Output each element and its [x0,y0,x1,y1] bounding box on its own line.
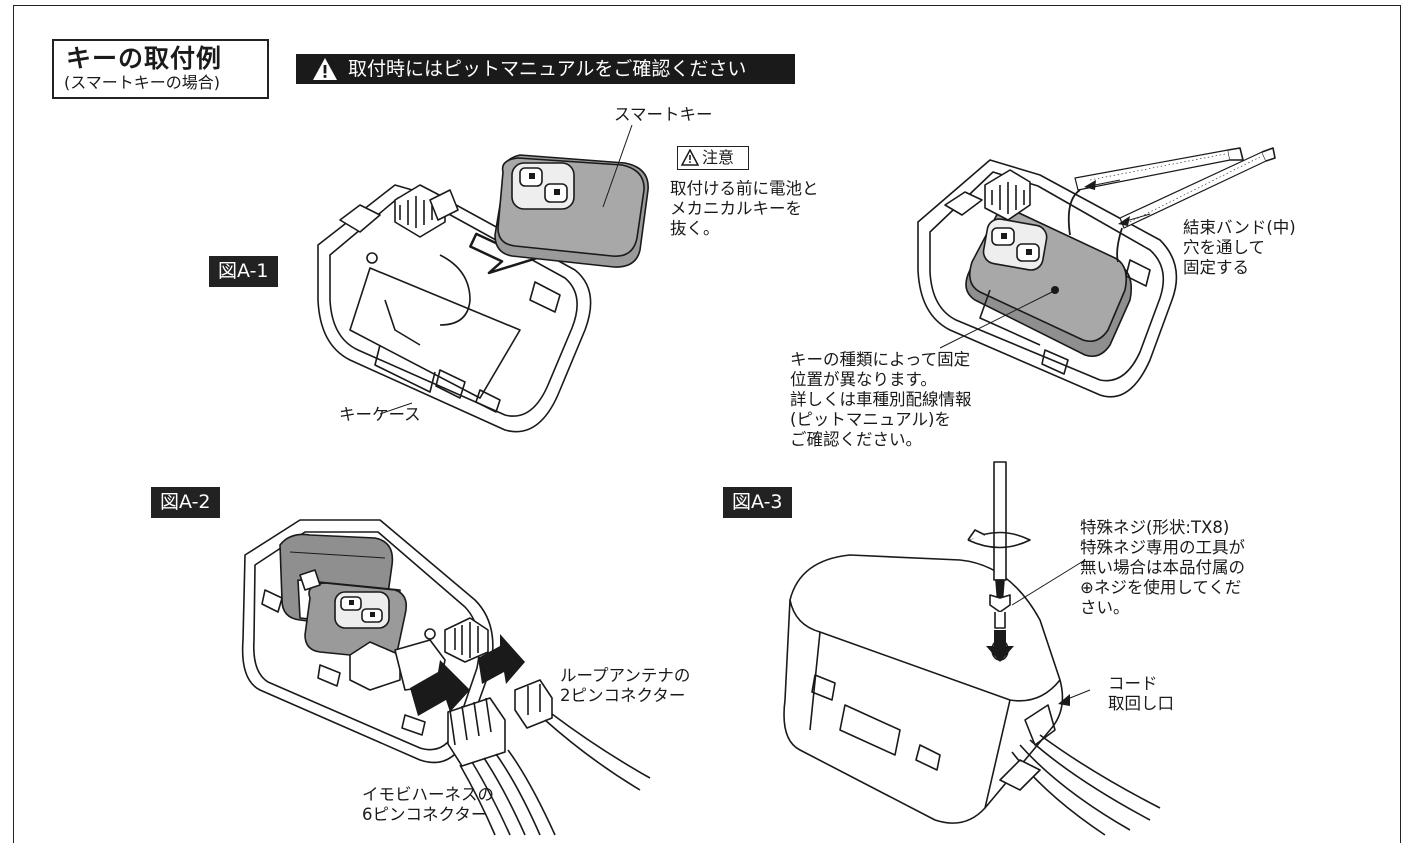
title-box: キーの取付例 (スマートキーの場合) [52,39,269,99]
figure-a3-label: 図A-3 [723,487,792,518]
smart-key-illustration [494,154,649,268]
closed-case-illustration [783,554,1161,836]
special-screw-note: 特殊ネジ(形状:TX8) 特殊ネジ専用の工具が 無い場合は本品付属の ⊕ネジを使… [1080,518,1245,617]
warning-banner-text: 取付時にはピットマニュアルをご確認ください [348,58,747,80]
page-title: キーの取付例 [66,44,223,73]
warning-icon [313,58,337,80]
caution-badge: 注意 [677,146,749,170]
key-installed-illustration [917,147,1276,398]
screwdriver-illustration [967,461,1031,629]
loop-antenna-connector-label: ループアンテナの 2ピンコネクター [560,666,691,705]
plug-in-arrows [410,634,525,716]
immobi-harness-connector-label: イモビハーネスの 6ピンコネクター [362,785,494,824]
smart-key-label: スマートキー [614,105,713,124]
page-subtitle: (スマートキーの場合) [64,73,221,92]
caution-label: 注意 [702,148,735,167]
warning-banner: 取付時にはピットマニュアルをご確認ください [296,54,795,84]
key-position-note: キーの種類によって固定 位置が異なります。 詳しくは車種別配線情報 (ピットマニ… [790,350,972,449]
caution-text: 取付ける前に電池と メカニカルキーを 抜く。 [670,179,819,238]
cord-outlet-label: コード 取回し口 [1108,674,1174,713]
connector-illustration [241,519,651,836]
figure-a2-label: 図A-2 [151,487,220,518]
cable-tie-instruction: 結束バンド(中) 穴を通して 固定する [1183,218,1296,277]
caution-icon [681,149,699,166]
key-case-label: キーケース [339,405,421,424]
page-frame [13,5,1401,843]
figure-a1-label: 図A-1 [209,256,278,287]
